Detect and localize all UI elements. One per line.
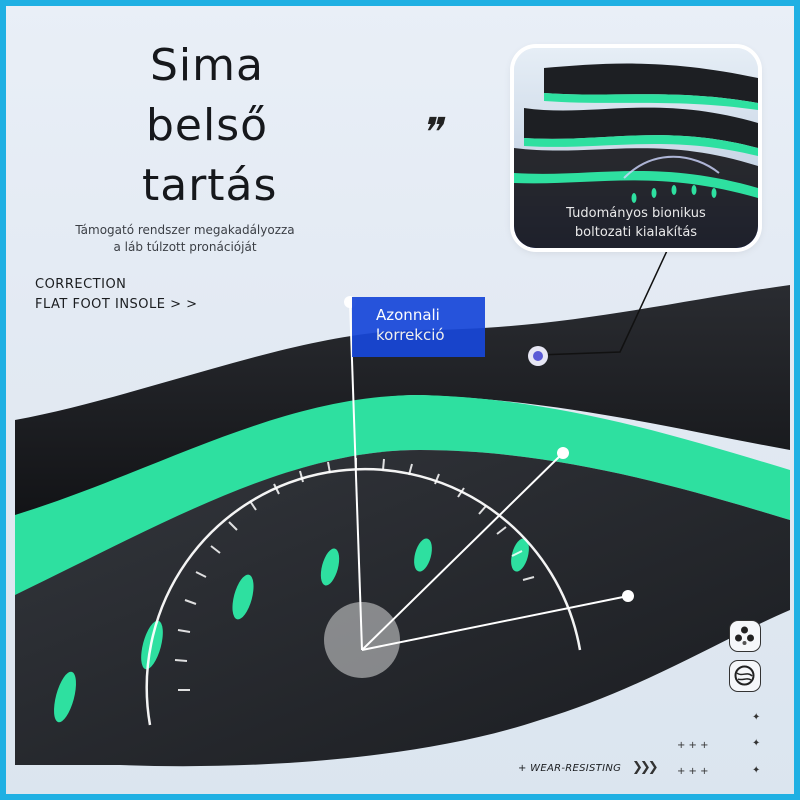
inset-caption: Tudományos bionikus boltozati kialakítás bbox=[514, 204, 758, 242]
particles-icon bbox=[729, 620, 761, 652]
foam-layer bbox=[15, 395, 790, 600]
arc-ticks bbox=[174, 458, 535, 691]
subtitle: Támogató rendszer megakadályozza a láb t… bbox=[55, 222, 315, 256]
vent-holes bbox=[54, 538, 529, 723]
callout-knob-inner bbox=[533, 351, 543, 361]
headline-line-3: tartás bbox=[142, 160, 278, 211]
fabric-top-layer bbox=[15, 285, 790, 520]
sparkle-icon: ✦ bbox=[752, 738, 761, 749]
angle-point-far bbox=[622, 590, 634, 602]
inset-caption-line-1: Tudományos bionikus bbox=[566, 206, 706, 221]
callout-line-1: Azonnali bbox=[376, 306, 440, 324]
subtitle-line-1: Támogató rendszer megakadályozza bbox=[75, 223, 295, 237]
angle-point-right bbox=[557, 447, 569, 459]
sparkle-icon: + + + bbox=[677, 740, 709, 751]
correction-callout: Azonnali korrekció bbox=[352, 297, 485, 357]
headline-line-1: Sima bbox=[150, 40, 264, 91]
headline-line-2: belső bbox=[146, 100, 269, 151]
globe-icon bbox=[729, 660, 761, 692]
quote-icon: ❞ bbox=[420, 110, 442, 156]
tagline-line-1: CORRECTION bbox=[35, 277, 127, 292]
sparkle-icon: ✦ bbox=[752, 765, 761, 776]
tagline-line-2: FLAT FOOT INSOLE > > bbox=[35, 297, 198, 312]
insole-base bbox=[15, 450, 790, 767]
callout-line-2: korrekció bbox=[376, 326, 445, 344]
inset-caption-line-2: boltozati kialakítás bbox=[574, 225, 698, 240]
arch-detail-inset: Tudományos bionikus boltozati kialakítás bbox=[514, 48, 758, 248]
angle-vertex bbox=[324, 602, 400, 678]
subtitle-line-2: a láb túlzott pronációját bbox=[113, 240, 257, 254]
chevron-right-icon: ❯❯❯ bbox=[632, 760, 659, 775]
angle-arc bbox=[145, 468, 582, 726]
arch-detail-graphic bbox=[514, 48, 758, 248]
callout-leader bbox=[537, 239, 673, 356]
wear-resisting-label: + WEAR-RESISTING bbox=[518, 763, 622, 774]
sparkle-icon: + + + bbox=[677, 766, 709, 777]
angle-lines bbox=[349, 301, 629, 651]
sparkle-icon: ✦ bbox=[752, 712, 761, 723]
